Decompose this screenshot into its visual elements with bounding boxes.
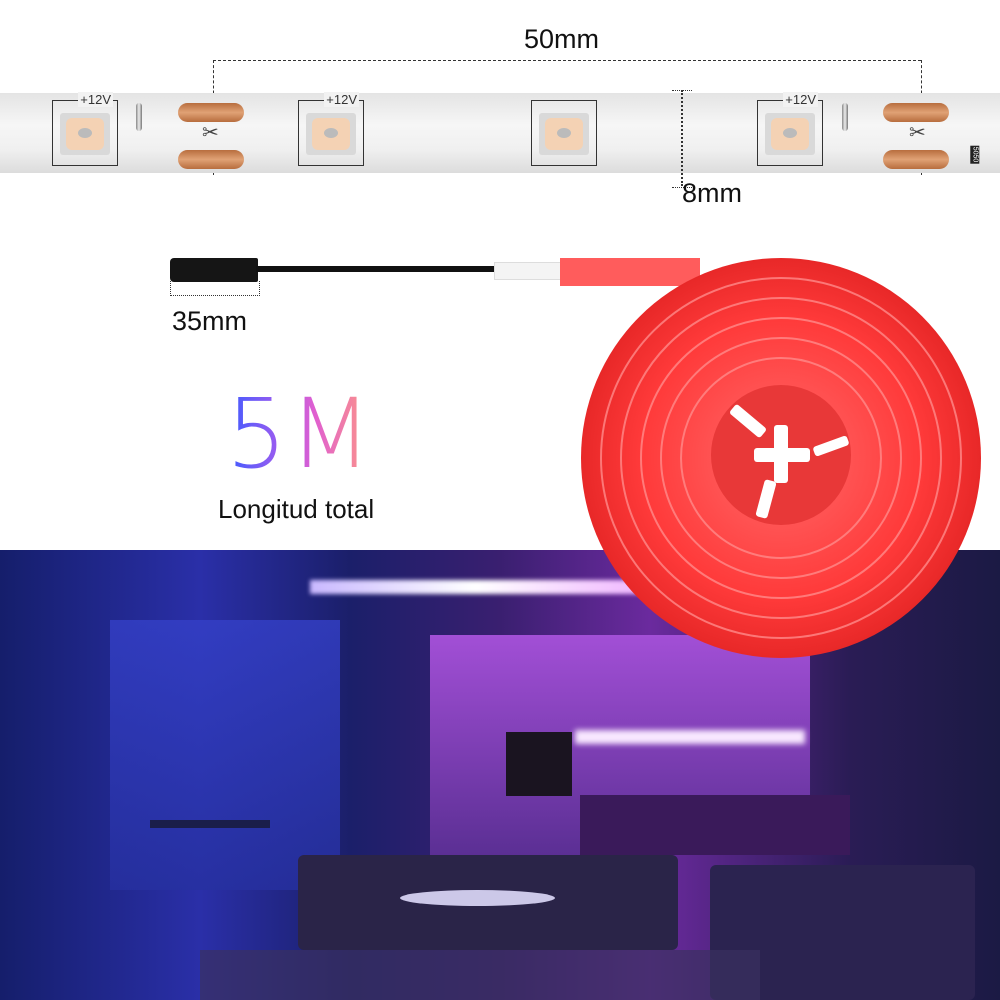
led-chip: +12V: [298, 92, 364, 166]
pitch-dimension-line: [213, 60, 921, 61]
cable-sleeve: [494, 262, 566, 280]
scissors-icon: ✂: [909, 122, 926, 144]
rug: [200, 950, 760, 1000]
copper-pad: [883, 150, 949, 169]
connector-dimension: [170, 281, 260, 296]
resistor: [842, 103, 848, 131]
pitch-label: 50mm: [524, 24, 600, 54]
resistor: [136, 103, 142, 131]
connector-label: 35mm: [172, 306, 248, 336]
island: [580, 795, 850, 855]
copper-pad: [178, 103, 244, 122]
width-label: 8mm: [682, 178, 742, 208]
copper-pad: [883, 103, 949, 122]
chip-marking: 5050: [970, 145, 980, 164]
cable: [256, 266, 496, 272]
led-chip: +12V: [757, 92, 823, 166]
ceiling-light: [310, 580, 640, 594]
strip-lead: [560, 258, 700, 286]
window: [110, 620, 340, 890]
width-dimension-vertical: [681, 90, 683, 186]
dc-connector: [170, 258, 258, 282]
led-reel: [581, 258, 981, 658]
led-chip: [531, 100, 597, 166]
scissors-icon: ✂: [202, 122, 219, 144]
kitchen-light: [575, 730, 805, 744]
led-chip: +12V: [52, 92, 118, 166]
oven: [506, 732, 572, 796]
length-caption: Longitud total: [218, 494, 375, 524]
led-strip: [0, 93, 1000, 173]
table: [150, 820, 270, 828]
length-value: 5M: [226, 378, 374, 490]
coffee-table: [400, 890, 555, 906]
copper-pad: [178, 150, 244, 169]
